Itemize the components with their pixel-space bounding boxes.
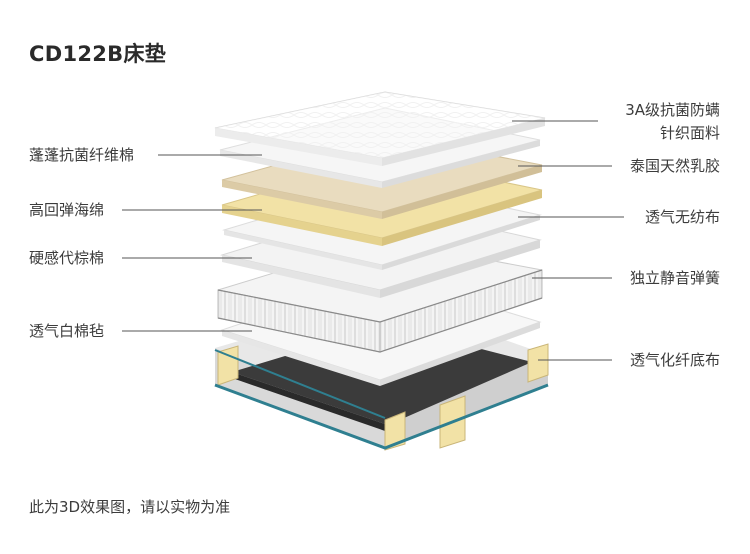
label-base-fabric: 透气化纤底布 — [630, 350, 720, 370]
disclaimer-note: 此为3D效果图，请以实物为准 — [29, 496, 230, 517]
label-non-woven: 透气无纺布 — [645, 207, 720, 227]
label-high-resilience-foam: 高回弹海绵 — [29, 200, 104, 220]
label-pocket-spring: 独立静音弹簧 — [630, 268, 720, 288]
label-fiber-wadding: 蓬蓬抗菌纤维棉 — [29, 145, 134, 165]
label-knit-fabric-line2: 针织面料 — [660, 123, 720, 143]
label-knit-fabric-line1: 3A级抗菌防螨 — [625, 100, 720, 120]
label-white-felt: 透气白棉毡 — [29, 321, 104, 341]
label-hard-palm: 硬感代棕棉 — [29, 248, 104, 268]
label-latex: 泰国天然乳胶 — [630, 156, 720, 176]
